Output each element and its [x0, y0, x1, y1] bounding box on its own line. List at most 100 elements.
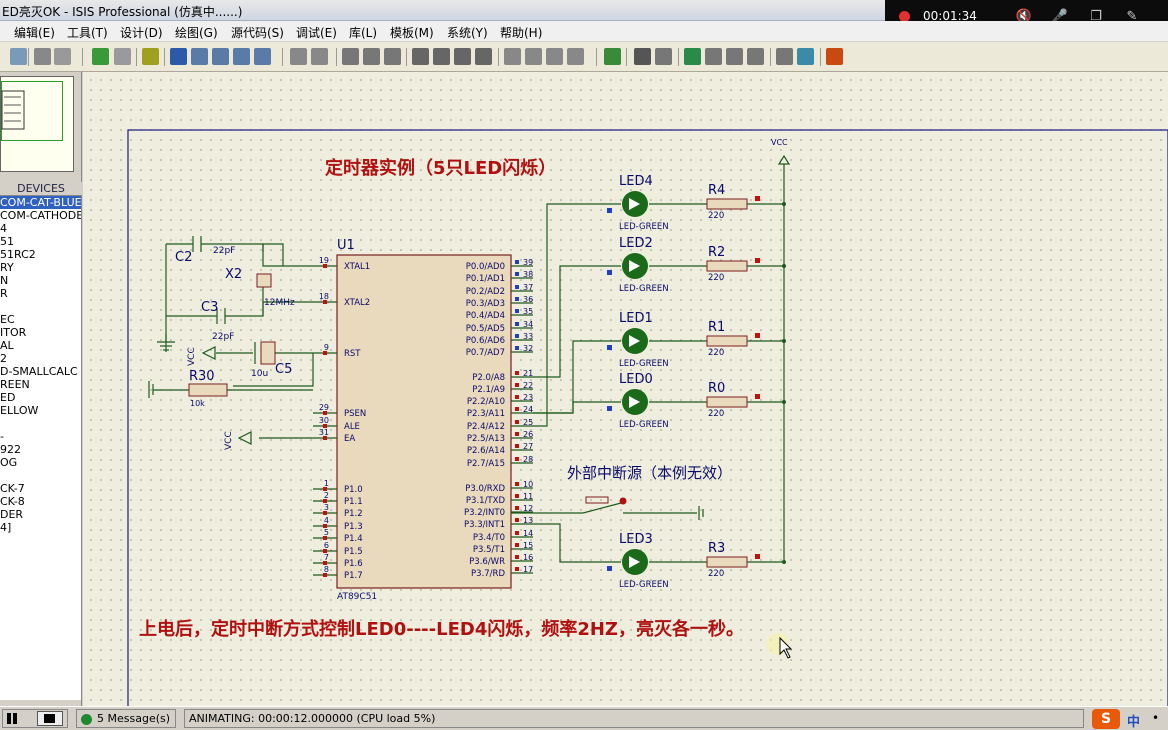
pan-icon[interactable] [170, 48, 187, 65]
zoom-out-icon[interactable] [212, 48, 229, 65]
menu-debug[interactable]: 调试(E) [296, 26, 337, 40]
device-item[interactable]: REEN [0, 378, 30, 391]
redo-icon[interactable] [311, 48, 328, 65]
record-indicator-icon[interactable] [899, 11, 910, 22]
sheet-icon[interactable] [705, 48, 722, 65]
device-item[interactable]: 51 [0, 235, 14, 248]
erc-icon[interactable] [747, 48, 764, 65]
speaker-icon[interactable]: 🔇 [1015, 9, 1033, 24]
ares-netlist-icon[interactable] [776, 48, 793, 65]
zoom-area-icon[interactable] [254, 48, 271, 65]
block-copy-icon[interactable] [412, 48, 429, 65]
ime-punct-icon[interactable]: • [1152, 711, 1160, 725]
device-item[interactable]: D-SMALLCALC [0, 365, 78, 378]
capacitor-c5-body[interactable] [260, 341, 276, 365]
menu-template[interactable]: 模板(M) [390, 26, 434, 40]
overview-window[interactable] [0, 76, 74, 172]
crystal-x2[interactable] [256, 273, 272, 288]
device-item[interactable]: COM-CAT-BLUE [0, 196, 81, 209]
switch-lever[interactable] [582, 502, 622, 514]
search-icon[interactable] [634, 48, 651, 65]
menu-library[interactable]: 库(L) [349, 26, 378, 40]
messages-box[interactable]: 5 Message(s) [76, 709, 176, 728]
device-item[interactable]: N [0, 274, 9, 287]
led-resistor[interactable] [706, 396, 748, 408]
device-item[interactable]: 51RC2 [0, 248, 36, 261]
pause-icon[interactable] [7, 713, 11, 724]
block-move-icon[interactable] [433, 48, 450, 65]
menu-source[interactable]: 源代码(S) [231, 26, 284, 40]
grid-icon[interactable] [114, 48, 131, 65]
bom-icon[interactable] [726, 48, 743, 65]
resistor-r30[interactable] [188, 383, 228, 397]
mcu-pin-number: 16 [523, 553, 533, 562]
device-item[interactable]: OG [0, 456, 18, 469]
menu-help[interactable]: 帮助(H) [500, 26, 543, 40]
device-item[interactable]: 922 [0, 443, 21, 456]
netlist-icon[interactable] [684, 48, 701, 65]
pick-device-icon[interactable] [504, 48, 521, 65]
page-setup-icon[interactable] [54, 48, 71, 65]
new-icon[interactable] [10, 48, 27, 65]
cut-icon[interactable] [342, 48, 359, 65]
led-resistor[interactable] [706, 556, 748, 568]
ime-logo-icon[interactable]: S [1092, 709, 1120, 729]
block-delete-icon[interactable] [475, 48, 492, 65]
led-resistor[interactable] [706, 198, 748, 210]
origin-icon[interactable] [142, 48, 159, 65]
device-item[interactable] [0, 417, 81, 430]
device-item[interactable] [0, 300, 81, 313]
animation-status-text: ANIMATING: 00:00:12.000000 (CPU load 5%) [189, 712, 436, 725]
device-item[interactable]: AL [0, 339, 14, 352]
print-icon[interactable] [34, 48, 51, 65]
mic-icon[interactable]: 🎤 [1051, 9, 1069, 24]
device-item[interactable]: 4 [0, 222, 7, 235]
device-item[interactable]: CK-8 [0, 495, 25, 508]
menu-edit[interactable]: 编辑(E) [14, 26, 55, 40]
device-item[interactable]: EC [0, 313, 15, 326]
export-icon[interactable] [797, 48, 814, 65]
device-item[interactable] [0, 469, 81, 482]
device-list[interactable]: COM-CAT-BLUE COM-CATHODE 4 51 51RC2 RY N… [0, 196, 81, 700]
paste-icon[interactable] [384, 48, 401, 65]
device-item[interactable]: CK-7 [0, 482, 25, 495]
device-item[interactable]: R [0, 287, 8, 300]
menu-design[interactable]: 设计(D) [120, 26, 163, 40]
toolbar-separator [596, 48, 597, 66]
device-item[interactable]: ELLOW [0, 404, 39, 417]
window-icon[interactable]: ❐ [1090, 9, 1102, 24]
device-item[interactable]: RY [0, 261, 14, 274]
device-item[interactable]: ITOR [0, 326, 27, 339]
decompose-icon[interactable] [567, 48, 584, 65]
mcu-pin-number: 22 [523, 381, 533, 390]
led-ref: LED0 [619, 372, 653, 387]
mcu-body[interactable] [336, 254, 512, 589]
ime-mode[interactable]: 中 [1127, 715, 1141, 730]
device-item[interactable]: ED [0, 391, 16, 404]
zoom-all-icon[interactable] [233, 48, 250, 65]
menu-tools[interactable]: 工具(T) [67, 26, 108, 40]
undo-icon[interactable] [290, 48, 307, 65]
refresh-icon[interactable] [92, 48, 109, 65]
menu-system[interactable]: 系统(Y) [447, 26, 488, 40]
led-resistor[interactable] [706, 335, 748, 347]
package-icon[interactable] [546, 48, 563, 65]
device-item[interactable]: 4] [0, 521, 12, 534]
device-item[interactable]: DER [0, 508, 24, 521]
make-device-icon[interactable] [525, 48, 542, 65]
wire-autorouter-icon[interactable] [604, 48, 621, 65]
property-assign-icon[interactable] [655, 48, 672, 65]
menu-graph[interactable]: 绘图(G) [175, 26, 218, 40]
copy-icon[interactable] [363, 48, 380, 65]
led-resistor[interactable] [706, 260, 748, 272]
ares-icon[interactable] [826, 48, 843, 65]
device-item[interactable]: 2 [0, 352, 7, 365]
device-item[interactable]: COM-CATHODE [0, 209, 81, 222]
mcu-pins: 19XTAL118XTAL29RST29PSEN30ALE31EA1P1.02P… [313, 256, 533, 581]
zoom-in-icon[interactable] [191, 48, 208, 65]
device-item[interactable]: - [0, 430, 4, 443]
pen-icon[interactable]: ✎ [1126, 9, 1138, 24]
block-rotate-icon[interactable] [454, 48, 471, 65]
toolbar-separator [164, 48, 165, 66]
